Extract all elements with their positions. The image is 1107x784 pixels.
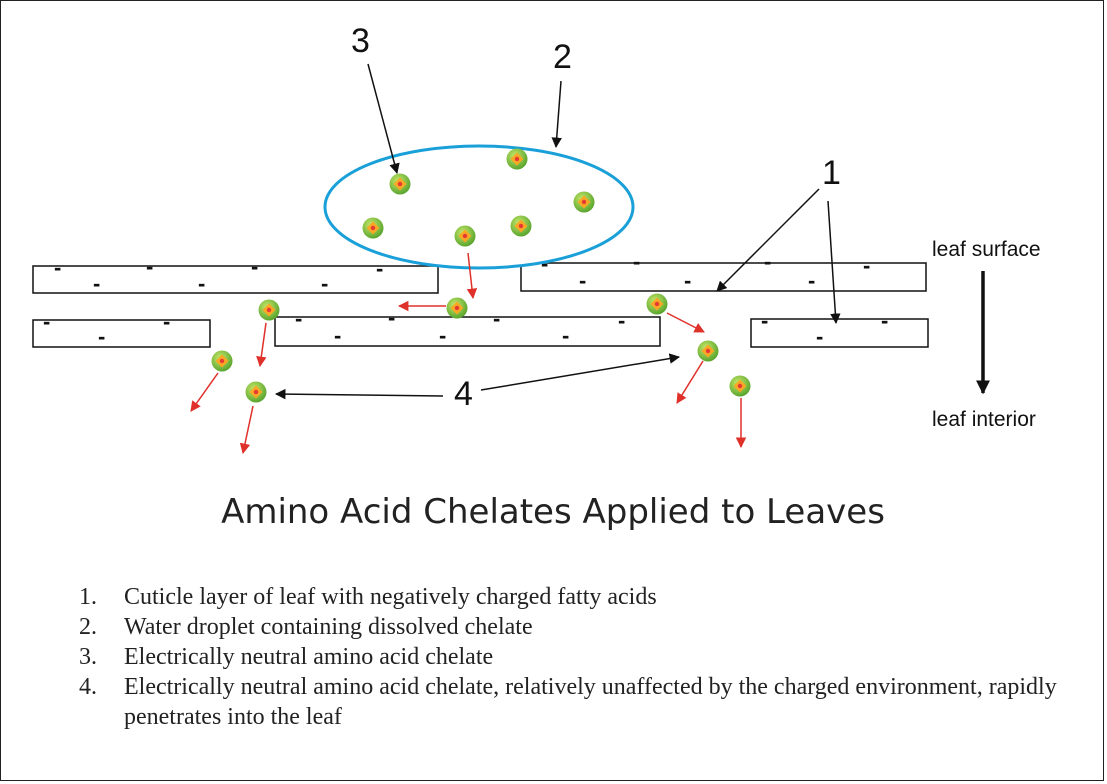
charge-mark: - (334, 323, 341, 348)
charge-mark: - (863, 253, 870, 278)
charge-mark: - (93, 271, 100, 296)
chelate (211, 350, 233, 372)
charge-mark: - (493, 306, 500, 331)
leaf-surface-label: leaf surface (932, 238, 1041, 261)
charge-mark: - (764, 249, 771, 274)
callout-arrow-4 (480, 353, 681, 391)
chelate (446, 297, 468, 319)
callout-arrow-2 (551, 80, 562, 149)
charge-mark: - (562, 323, 569, 348)
cuticle-block (32, 265, 439, 294)
legend-text: Cuticle layer of leaf with negatively ch… (124, 584, 657, 610)
callout-label-3: 3 (351, 22, 370, 60)
flow-arrow (466, 252, 478, 300)
flow-arrow (239, 405, 254, 455)
legend-number: 2. (79, 614, 97, 640)
chelate (454, 225, 476, 247)
legend-text: Electrically neutral amino acid chelate,… (124, 674, 1057, 730)
flow-arrow (256, 322, 267, 368)
chelate (506, 148, 528, 170)
charge-mark: - (579, 268, 586, 293)
charge-mark: - (376, 256, 383, 281)
charge-mark: - (98, 324, 105, 349)
legend-text: Water droplet containing dissolved chela… (124, 614, 533, 640)
chelate (729, 375, 751, 397)
charge-mark: - (54, 255, 61, 280)
chelate (646, 293, 668, 315)
flow-arrows (190, 252, 747, 455)
charge-mark: - (43, 309, 50, 334)
charge-mark: - (808, 268, 815, 293)
charge-mark: - (146, 254, 153, 279)
callout-arrow-3 (367, 63, 400, 175)
callout-arrows (274, 63, 841, 400)
callout-label-2: 2 (553, 38, 572, 76)
charge-mark: - (633, 249, 640, 274)
chelate (389, 173, 411, 195)
charge-mark: - (439, 323, 446, 348)
chelate (510, 215, 532, 237)
flow-arrow (676, 360, 704, 404)
flow-arrow (190, 372, 219, 412)
legend-text: Electrically neutral amino acid chelate (124, 644, 494, 670)
cuticle-block (32, 319, 211, 348)
flow-arrow (666, 312, 705, 333)
charge-mark: - (251, 254, 258, 279)
chelate (245, 381, 267, 403)
charge-mark: - (816, 324, 823, 349)
chelate (573, 191, 595, 213)
figure-title: Amino Acid Chelates Applied to Leaves (221, 492, 885, 532)
callout-arrow-1 (827, 200, 841, 325)
charge-mark: - (321, 271, 328, 296)
callout-arrow-1 (716, 188, 820, 292)
legend-number: 4. (79, 674, 97, 700)
charge-mark: - (881, 308, 888, 333)
charge-mark: - (761, 308, 768, 333)
legend-list: 1. Cuticle layer of leaf with negatively … (79, 582, 1079, 732)
chelate (362, 217, 384, 239)
chelate-diagram: - - - - - - - - - - - - - - - - - - - - … (32, 22, 990, 455)
charge-mark: - (618, 308, 625, 333)
legend-number: 1. (79, 584, 97, 610)
callout-label-1: 1 (822, 154, 841, 192)
charge-mark: - (295, 306, 302, 331)
charge-mark: - (684, 268, 691, 293)
charge-mark: - (388, 305, 395, 330)
cuticle-block (750, 318, 929, 348)
callout-arrow-4 (274, 388, 444, 400)
charge-mark: - (163, 309, 170, 334)
leaf-interior-label: leaf interior (932, 408, 1036, 431)
legend-item: 1. Cuticle layer of leaf with negatively … (79, 582, 1079, 612)
legend-item: 4. Electrically neutral amino acid chelat… (79, 672, 1079, 732)
cuticle-block (274, 316, 661, 347)
legend-number: 3. (79, 644, 97, 670)
callout-label-4: 4 (454, 375, 473, 413)
chelate (258, 299, 280, 321)
charge-mark: - (198, 271, 205, 296)
chelate (697, 340, 719, 362)
cuticle-layer (32, 262, 929, 348)
chelates (211, 148, 751, 403)
legend-item: 2. Water droplet containing dissolved che… (79, 612, 1079, 642)
legend-item: 3. Electrically neutral amino acid chelat… (79, 642, 1079, 672)
